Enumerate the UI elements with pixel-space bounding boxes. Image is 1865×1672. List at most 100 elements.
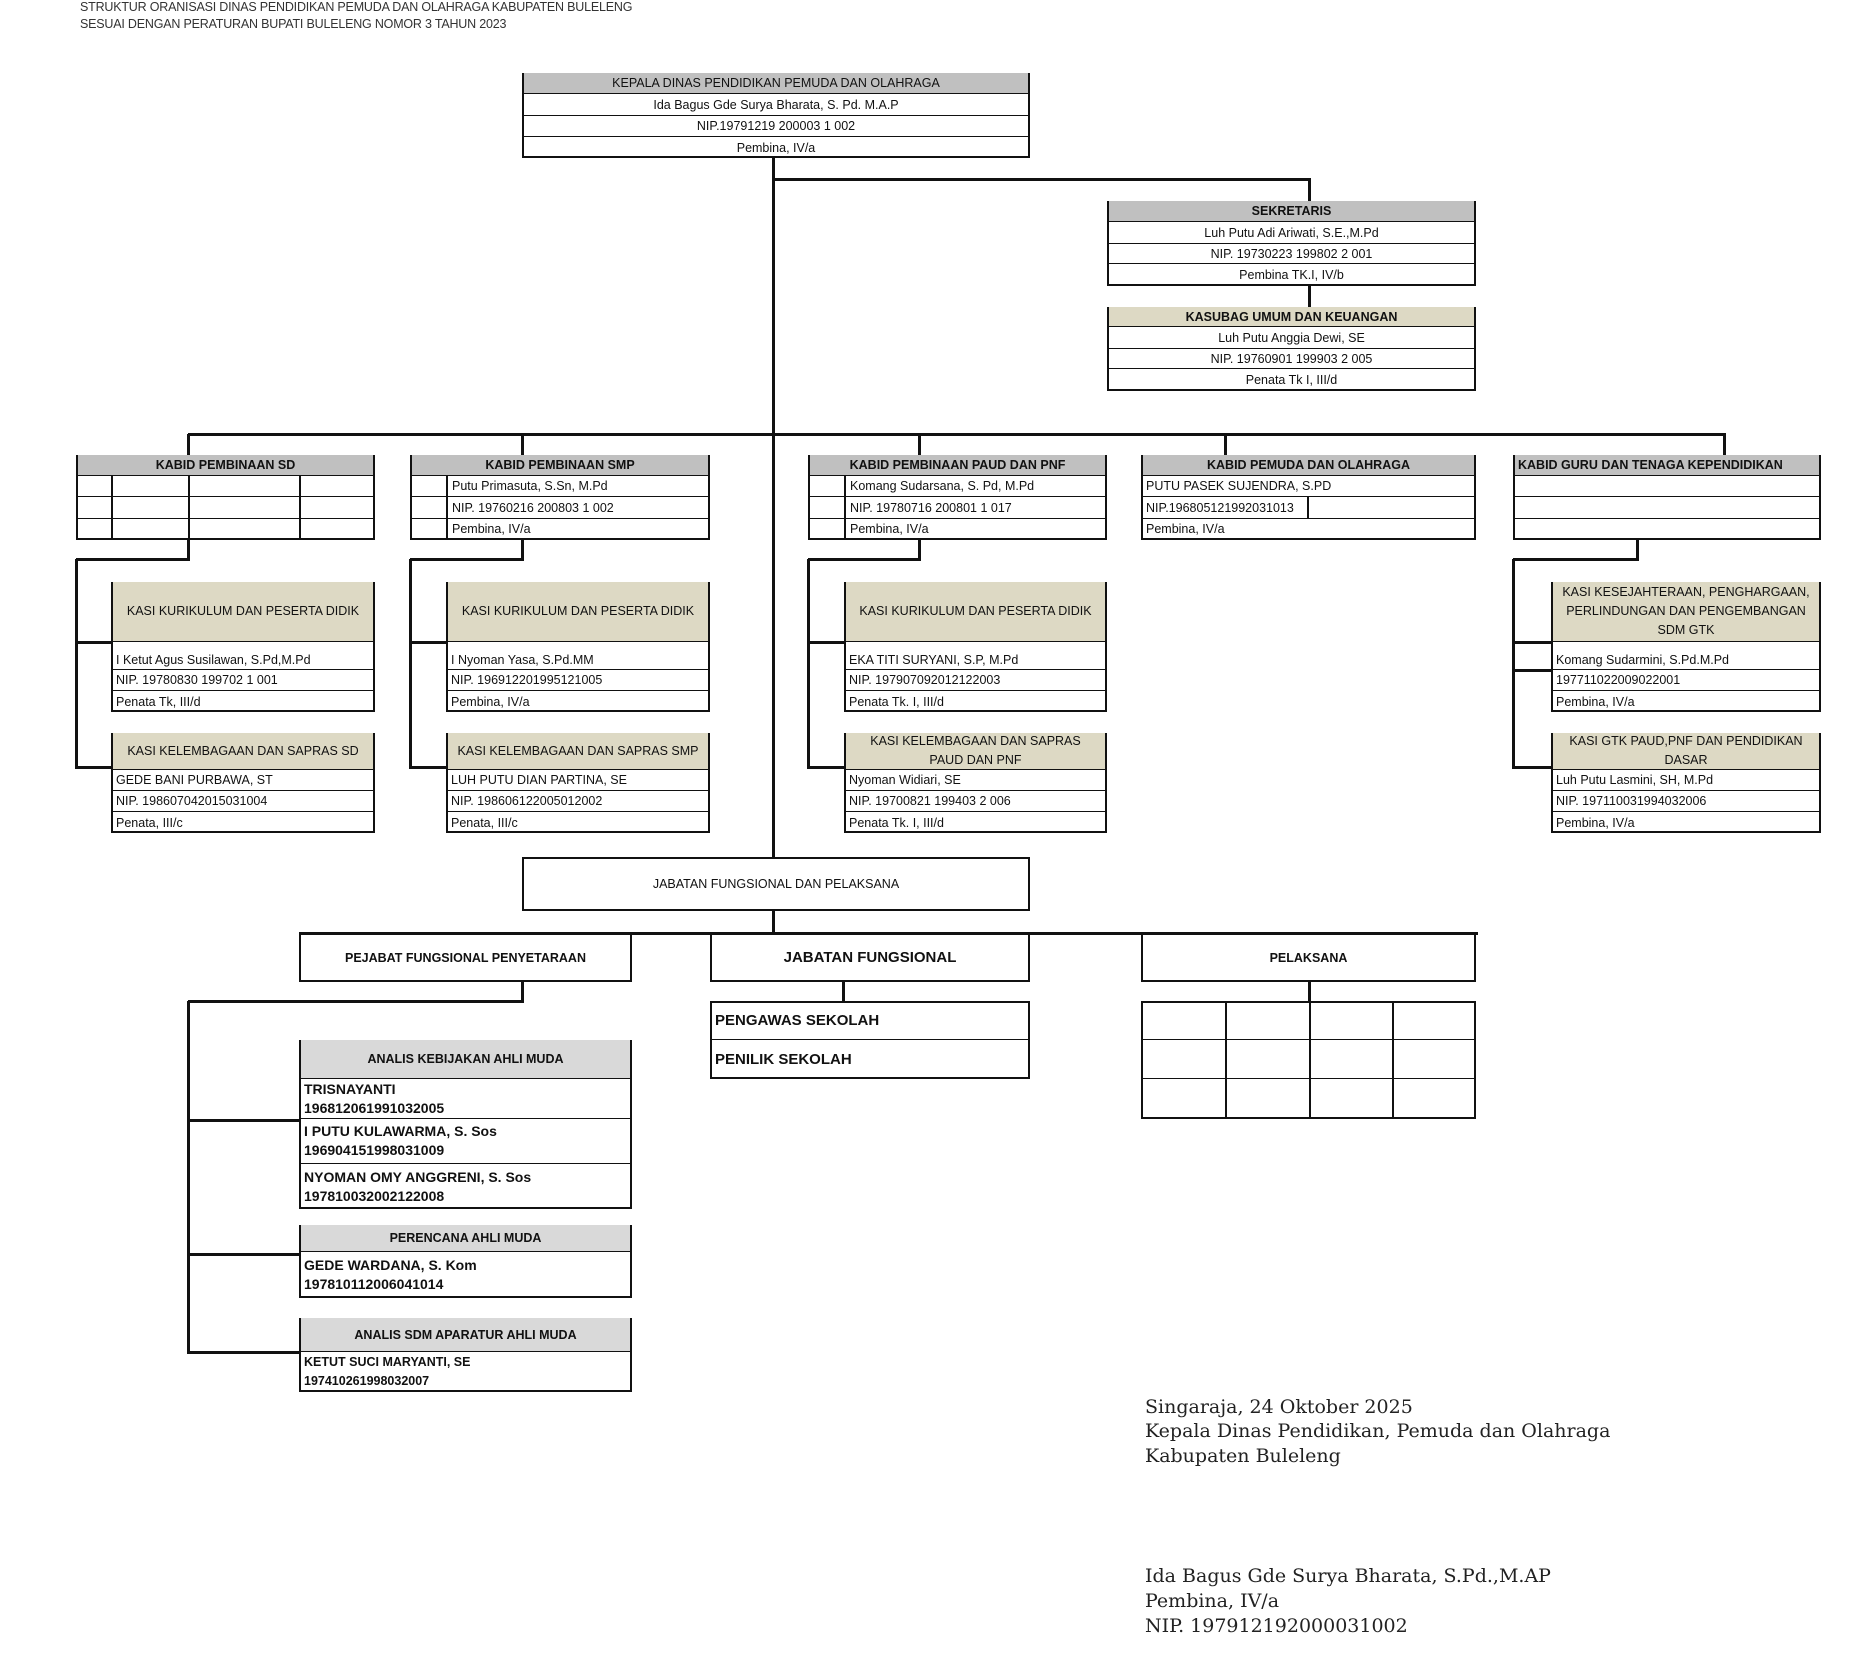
box-title: PELAKSANA xyxy=(1269,950,1348,965)
person-rank: Pembina, IV/a xyxy=(412,519,708,540)
box-title: PERENCANA AHLI MUDA xyxy=(301,1225,630,1252)
box-title: PEJABAT FUNGSIONAL PENYETARAAN xyxy=(345,950,586,965)
connector-line xyxy=(410,766,448,769)
person-rank: Pembina, IV/a xyxy=(1556,815,1635,830)
person-rank: Pembina, IV/a xyxy=(451,694,530,709)
connector-line xyxy=(773,178,1311,181)
connector-line xyxy=(807,559,810,769)
member-nip: 197810032002122008 xyxy=(304,1187,445,1204)
box-title: KABID GURU DAN TENAGA KEPENDIDIKAN xyxy=(1515,455,1819,476)
box-title: JABATAN FUNGSIONAL xyxy=(783,949,957,966)
connector-line xyxy=(188,433,1726,436)
person-nip xyxy=(78,497,373,519)
box-title: KASI KELEMBAGAAN DAN SAPRAS SD xyxy=(113,733,373,770)
connector-line xyxy=(808,766,846,769)
penilik-sekolah: PENILIK SEKOLAH xyxy=(715,1051,852,1068)
person-name: I Nyoman Yasa, S.Pd.MM xyxy=(448,642,708,670)
person-name: Komang Sudarsana, S. Pd, M.Pd xyxy=(810,476,1105,497)
signature-position: Kepala Dinas Pendidikan, Pemuda dan Olah… xyxy=(1145,1420,1611,1442)
box-title: KABID PEMBINAAN SMP xyxy=(412,455,708,476)
signature-region: Kabupaten Buleleng xyxy=(1145,1445,1341,1467)
box-title: KASI KURIKULUM DAN PESERTA DIDIK xyxy=(846,582,1105,642)
person-nip: NIP. 198606122005012002 xyxy=(448,791,708,812)
member-nip: 196904151998031009 xyxy=(304,1142,445,1158)
box-title: ANALIS KEBIJAKAN AHLI MUDA xyxy=(301,1040,630,1079)
signature-place-date: Singaraja, 24 Oktober 2025 xyxy=(1145,1396,1413,1418)
connector-line xyxy=(1723,434,1726,457)
person-name xyxy=(78,476,373,497)
member-nip: 196812061991032005 xyxy=(304,1099,445,1116)
person-nip: NIP. 19730223 199802 2 001 xyxy=(1109,244,1474,264)
document-subtitle: SESUAI DENGAN PERATURAN BUPATI BULELENG … xyxy=(80,17,507,31)
connector-line xyxy=(1308,179,1311,203)
person-name: GEDE BANI PURBAWA, ST xyxy=(113,770,373,791)
kabid-sd-box: KABID PEMBINAAN SD xyxy=(76,455,375,540)
person-rank: Pembina TK.I, IV/b xyxy=(1239,268,1344,282)
cell-divider xyxy=(111,476,113,540)
connector-line xyxy=(1513,641,1553,644)
connector-line xyxy=(410,641,448,644)
connector-line xyxy=(918,540,921,561)
pejabat-fungsional-box: PEJABAT FUNGSIONAL PENYETARAAN xyxy=(299,933,632,982)
person-nip: NIP. 19700821 199403 2 006 xyxy=(846,791,1105,812)
signature-rank: Pembina, IV/a xyxy=(1145,1590,1280,1612)
member-nip: 197810112006041014 xyxy=(304,1276,444,1292)
connector-line xyxy=(1513,669,1553,672)
box-title: SEKRETARIS xyxy=(1109,201,1474,222)
connector-line xyxy=(772,158,775,859)
box-title: KEPALA DINAS PENDIDIKAN PEMUDA DAN OLAHR… xyxy=(524,73,1028,94)
person-rank: Pembina, IV/a xyxy=(810,519,1105,540)
person-nip: NIP. 197907092012122003 xyxy=(846,670,1105,691)
connector-line xyxy=(76,641,113,644)
cell-divider xyxy=(299,476,301,540)
connector-line xyxy=(187,1001,190,1354)
person-rank xyxy=(1515,519,1819,540)
person-nip: NIP. 197110031994032006 xyxy=(1553,791,1819,812)
member-name: NYOMAN OMY ANGGRENI, S. Sos xyxy=(304,1168,532,1185)
person-rank: Penata Tk. I, III/d xyxy=(849,694,944,709)
person-rank: Penata Tk. I, III/d xyxy=(849,815,944,830)
cell-divider xyxy=(1309,1003,1311,1117)
connector-line xyxy=(1513,558,1639,561)
person-rank: Penata Tk, III/d xyxy=(116,694,201,709)
connector-line xyxy=(521,540,524,561)
connector-line xyxy=(1513,766,1553,769)
connector-line xyxy=(918,434,921,457)
connector-line xyxy=(188,1000,524,1003)
person-nip: NIP. 19780830 199702 1 001 xyxy=(113,670,373,691)
kabid-guru-box: KABID GURU DAN TENAGA KEPENDIDIKAN xyxy=(1513,455,1821,540)
person-nip xyxy=(1515,497,1819,519)
box-row xyxy=(1143,1001,1474,1040)
signature-name: Ida Bagus Gde Surya Bharata, S.Pd.,M.AP xyxy=(1145,1565,1551,1587)
person-rank: Penata, III/c xyxy=(451,815,518,830)
box-title: KASI KELEMBAGAAN DAN SAPRAS PAUD DAN PNF xyxy=(846,733,1105,770)
jabatan-fungsional-box: JABATAN FUNGSIONAL xyxy=(710,933,1030,982)
person-nip: NIP. 198607042015031004 xyxy=(113,791,373,812)
kasi-box: KASI KELEMBAGAAN DAN SAPRAS PAUD DAN PNF… xyxy=(844,733,1107,833)
person-name: PUTU PASEK SUJENDRA, S.PD xyxy=(1143,476,1474,497)
connector-line xyxy=(409,559,412,769)
box-title: ANALIS SDM APARATUR AHLI MUDA xyxy=(301,1318,630,1352)
member-row: TRISNAYANTI 196812061991032005 xyxy=(301,1079,630,1119)
cell-divider xyxy=(1392,1003,1394,1117)
person-name xyxy=(1515,476,1819,497)
box-title: KABID PEMBINAAN PAUD DAN PNF xyxy=(810,455,1105,476)
person-name: I Ketut Agus Susilawan, S.Pd,M.Pd xyxy=(113,642,373,670)
connector-line xyxy=(1512,559,1515,769)
member-name: TRISNAYANTI xyxy=(304,1080,396,1097)
connector-line xyxy=(188,1351,301,1354)
jabatan-fungsional-pelaksana-box: JABATAN FUNGSIONAL DAN PELAKSANA xyxy=(522,857,1030,911)
connector-line xyxy=(1308,286,1311,309)
